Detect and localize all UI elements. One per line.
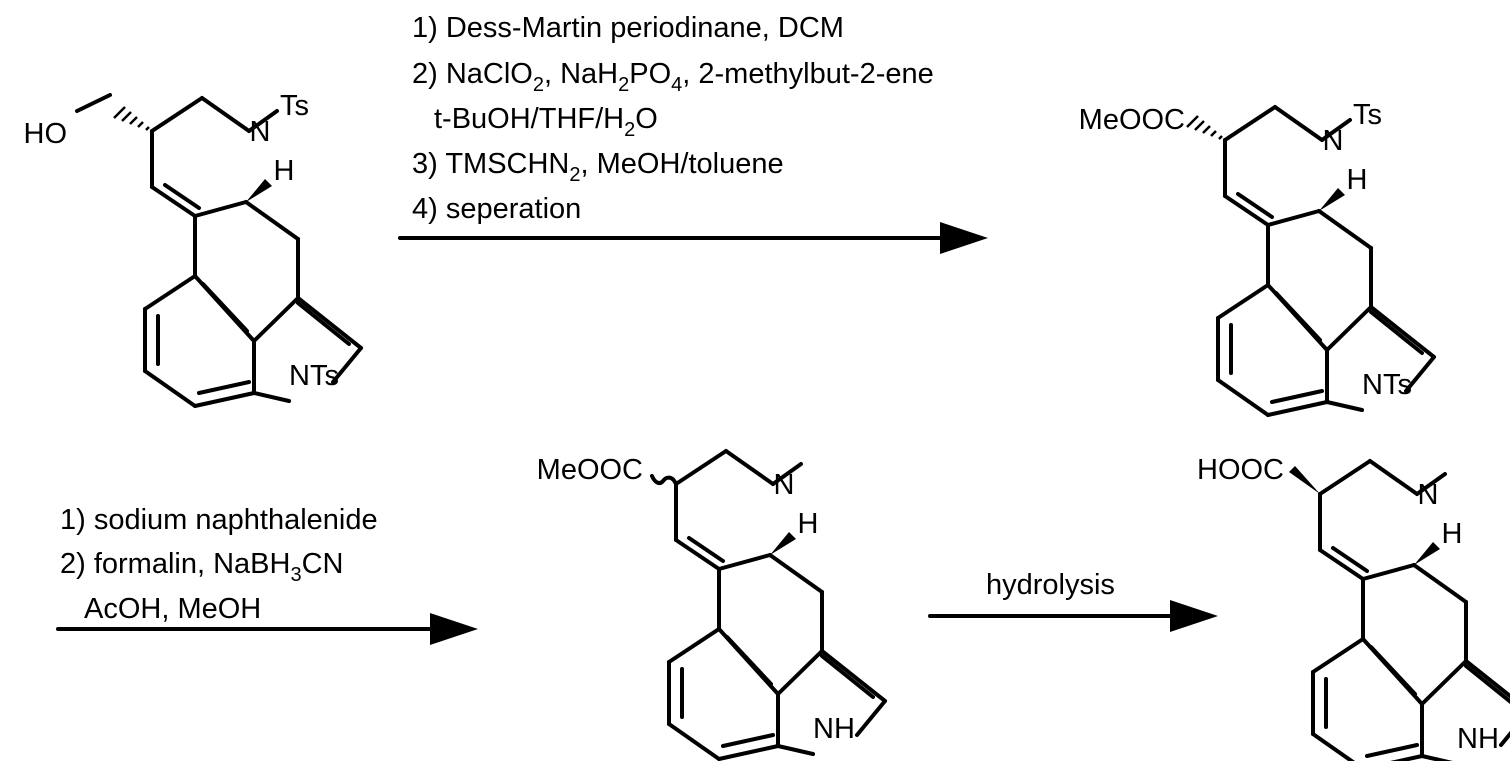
- ts-group-label: Ts: [280, 90, 309, 122]
- acid-label: HOOC: [1197, 454, 1284, 486]
- ts-group-label: Ts: [1353, 99, 1382, 131]
- condition-line: 4) seperation: [412, 193, 581, 225]
- hydroxyl-label: HO: [24, 118, 68, 150]
- ester-label: MeOOC: [537, 454, 643, 486]
- compound-start: HO N Ts H NTs: [24, 90, 363, 408]
- compound-acid: HOOC N H NH: [1197, 454, 1510, 761]
- condition-line: t-BuOH/THF/H2O: [434, 103, 658, 141]
- hashed-wedge-bond: [112, 105, 151, 132]
- amine-n-label: N: [1418, 479, 1439, 511]
- indole-n-label: NTs: [1362, 369, 1412, 401]
- amine-n-label: N: [774, 469, 795, 501]
- h-label: H: [1442, 518, 1463, 550]
- step2-conditions: 1) sodium naphthalenide 2) formalin, NaBH…: [60, 504, 378, 625]
- h-label: H: [1347, 164, 1368, 196]
- indole-n-label: NTs: [289, 360, 339, 392]
- condition-line: 1) Dess-Martin periodinane, DCM: [412, 12, 844, 44]
- amine-n-label: N: [250, 116, 271, 148]
- h-label: H: [798, 508, 819, 540]
- amine-n-label: N: [1323, 125, 1344, 157]
- h-label: H: [274, 155, 295, 187]
- step3-label: hydrolysis: [986, 569, 1115, 601]
- wavy-bond: [650, 474, 678, 486]
- compound-ester-ts: MeOOC N Ts H NTs: [1079, 99, 1436, 417]
- condition-line: 3) TMSCHN2, MeOH/toluene: [412, 148, 784, 186]
- compound-ester-me: MeOOC N H NH: [537, 449, 887, 761]
- step1-conditions: 1) Dess-Martin periodinane, DCM 2) NaClO2…: [412, 12, 934, 225]
- ester-label: MeOOC: [1079, 104, 1185, 136]
- indole-n-label: NH: [813, 713, 855, 745]
- condition-line: AcOH, MeOH: [84, 593, 261, 625]
- ergoline-skeleton: [1311, 459, 1510, 761]
- indole-n-label: NH: [1457, 723, 1499, 755]
- condition-line: 1) sodium naphthalenide: [60, 504, 378, 536]
- condition-line: 2) NaClO2, NaH2PO4, 2-methylbut-2-ene: [412, 58, 934, 96]
- wedge-bond: [1289, 466, 1320, 494]
- hashed-wedge-bond: [1185, 114, 1224, 141]
- condition-line: 2) formalin, NaBH3CN: [60, 548, 343, 586]
